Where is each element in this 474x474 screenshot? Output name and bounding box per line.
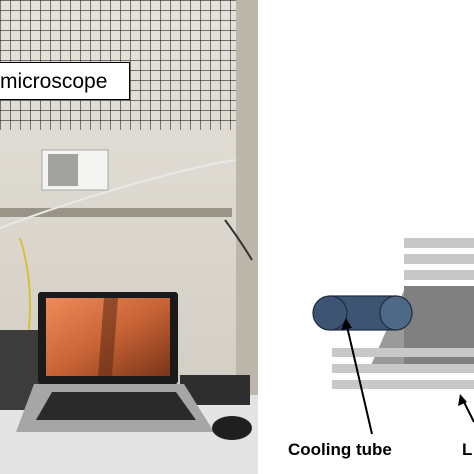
cooling-tube-left-end <box>312 295 348 331</box>
cable-white <box>0 159 237 229</box>
display-sample-edge <box>98 298 118 376</box>
cooling-tube-arrowhead <box>341 318 352 330</box>
lower-layer-1 <box>332 348 474 357</box>
upper-layer-1 <box>404 238 474 248</box>
lower-layer-3 <box>332 380 474 389</box>
wall-corner-shadow <box>236 0 258 474</box>
cut-off-label: L <box>462 440 473 459</box>
upper-layer-3 <box>404 270 474 280</box>
right-arrowhead <box>458 394 467 406</box>
cooling-tube-right-end <box>379 295 413 331</box>
upper-layer-2 <box>404 254 474 264</box>
cable-black <box>224 219 253 261</box>
wall-rail <box>0 208 232 217</box>
cooling-tube-label: Cooling tube <box>288 440 392 459</box>
schematic-diagram <box>312 238 474 435</box>
laptop-keyboard <box>36 392 196 420</box>
lower-layer-2 <box>332 364 474 373</box>
poster-image <box>48 154 78 186</box>
cooling-tube-arrow <box>345 321 373 435</box>
computer-mouse <box>212 416 252 440</box>
microscope-label: microscope <box>0 62 130 100</box>
